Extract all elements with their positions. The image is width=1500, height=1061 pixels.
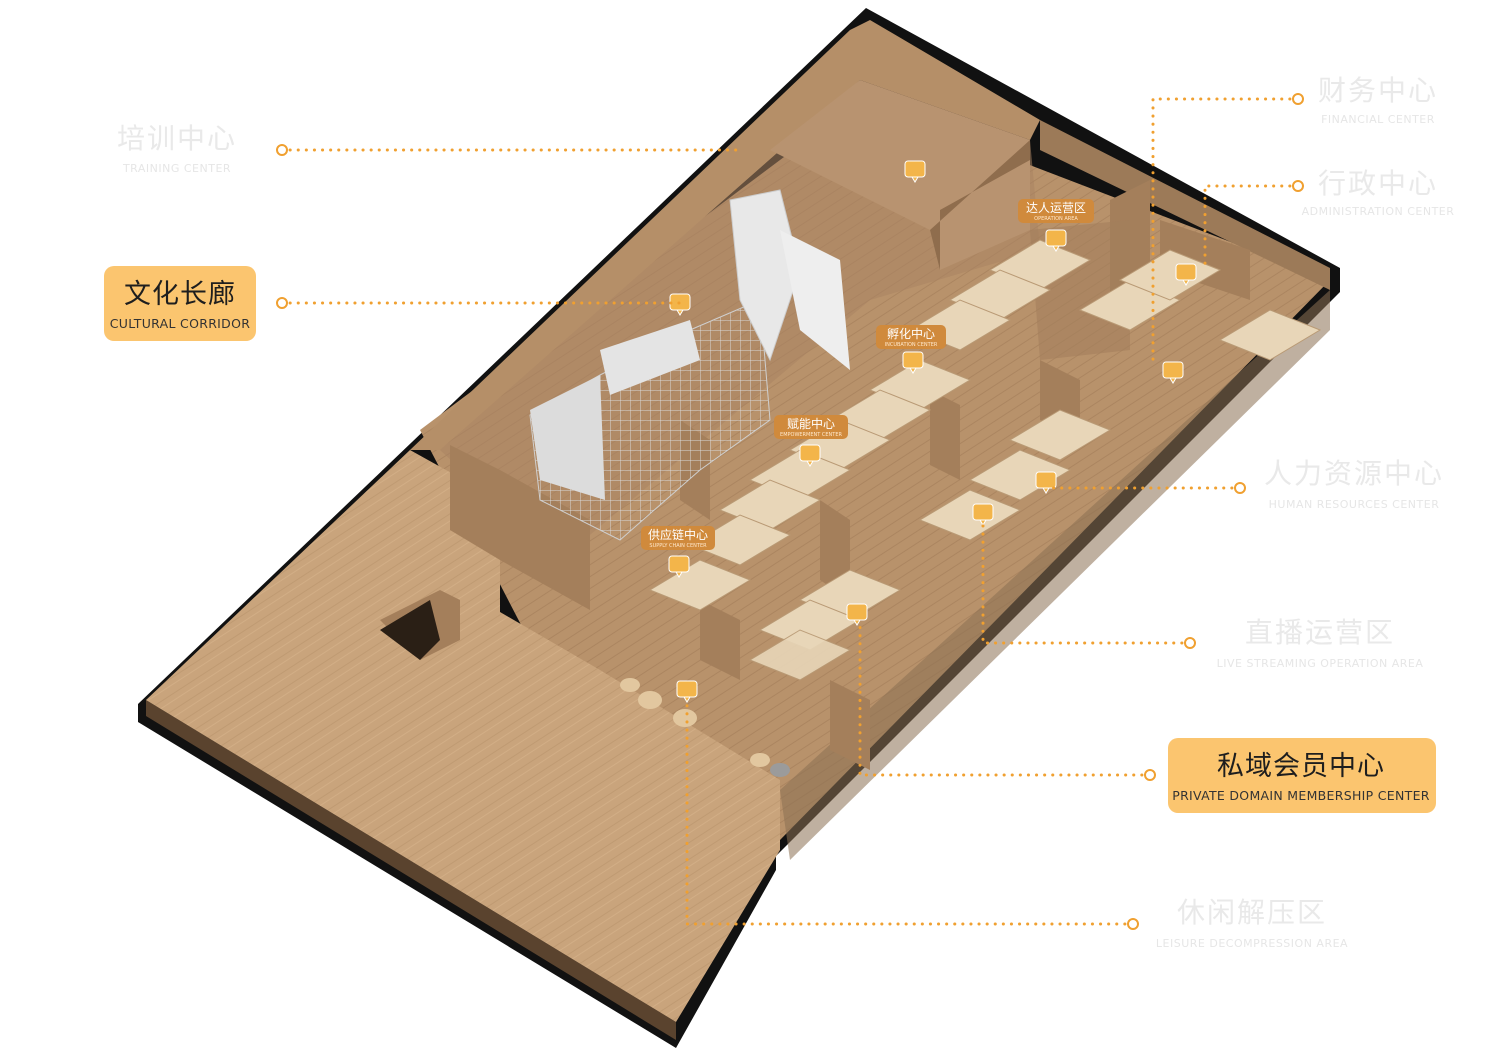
leisure-chairs — [620, 678, 790, 777]
chat-marker-icon — [668, 555, 690, 578]
building-model — [138, 8, 1340, 1048]
tag-operation-en: OPERATION AREA — [1034, 216, 1078, 222]
stair-opening — [380, 600, 440, 660]
financial-center-en: FINANCIAL CENTER — [1321, 113, 1435, 126]
leader-end-dot — [1234, 482, 1246, 494]
chat-marker-icon — [799, 444, 821, 467]
label-administration-center: 行政中心 ADMINISTRATION CENTER — [1302, 167, 1455, 218]
private-domain-en: PRIVATE DOMAIN MEMBERSHIP CENTER — [1172, 788, 1430, 803]
right-wall — [1040, 120, 1330, 290]
tag-operation-cn: 达人运营区 — [1026, 201, 1086, 215]
tag-incubation-en: INCUBATION CENTER — [885, 342, 938, 348]
private-domain-highlight — [1168, 738, 1436, 813]
tag-operation-area: 达人运营区 OPERATION AREA — [1018, 199, 1094, 223]
label-leisure-area: 休闲解压区 LEISURE DECOMPRESSION AREA — [1156, 896, 1348, 950]
tag-incubation-cn: 孵化中心 — [887, 326, 935, 341]
leader-end-dot — [1144, 769, 1156, 781]
training-center-en: TRAINING CENTER — [122, 162, 231, 175]
private-domain-cn: 私域会员中心 — [1217, 751, 1385, 782]
chat-marker-icon — [904, 160, 926, 183]
label-training-center: 培训中心 TRAINING CENTER — [117, 122, 237, 175]
leisure-area-cn: 休闲解压区 — [1177, 896, 1327, 929]
solid-slab-left — [146, 450, 780, 1022]
chat-marker-icon — [1035, 471, 1057, 494]
cultural-corridor-cn: 文化长廊 — [124, 279, 236, 310]
chat-marker-icon — [1045, 229, 1067, 252]
cultural-corridor-sculpture — [529, 189, 850, 541]
chat-marker-icon — [902, 351, 924, 374]
training-room-wall — [930, 140, 1030, 270]
human-resources-en: HUMAN RESOURCES CENTER — [1269, 498, 1440, 511]
leader-end-dot — [1184, 637, 1196, 649]
tag-supply-chain-en: SUPPLY CHAIN CENTER — [649, 543, 707, 549]
tag-incubation-center: 孵化中心 INCUBATION CENTER — [876, 325, 946, 349]
tag-supply-chain-cn: 供应链中心 — [648, 527, 708, 542]
chat-marker-icon — [846, 603, 868, 626]
leader-end-dot — [276, 144, 288, 156]
glass-facade — [780, 290, 1330, 860]
human-resources-cn: 人力资源中心 — [1264, 457, 1444, 490]
live-streaming-cn: 直播运营区 — [1245, 616, 1395, 649]
tag-supply-chain-center: 供应链中心 SUPPLY CHAIN CENTER — [641, 526, 715, 550]
leader-end-dot — [1127, 918, 1139, 930]
administration-center-cn: 行政中心 — [1318, 167, 1438, 200]
chat-marker-icon — [972, 503, 994, 526]
tag-empowerment-cn: 赋能中心 — [787, 416, 835, 431]
leader-end-dot — [1292, 180, 1304, 192]
chat-marker-icon — [1175, 263, 1197, 286]
label-financial-center: 财务中心 FINANCIAL CENTER — [1318, 74, 1438, 126]
back-wall — [410, 20, 1040, 450]
cultural-corridor-en: CULTURAL CORRIDOR — [110, 316, 250, 331]
label-cultural-corridor: 文化长廊 CULTURAL CORRIDOR — [104, 266, 256, 341]
administration-center-en: ADMINISTRATION CENTER — [1302, 205, 1455, 218]
label-live-streaming-area: 直播运营区 LIVE STREAMING OPERATION AREA — [1217, 616, 1424, 670]
training-center-cn: 培训中心 — [117, 122, 237, 155]
cultural-corridor-highlight — [104, 266, 256, 341]
leader-lines — [276, 93, 1304, 930]
label-human-resources-center: 人力资源中心 HUMAN RESOURCES CENTER — [1264, 457, 1444, 511]
leader-end-dot — [276, 297, 288, 309]
tag-empowerment-center: 赋能中心 EMPOWERMENT CENTER — [774, 415, 848, 439]
outer-wall-side — [146, 700, 676, 1040]
label-private-domain-center: 私域会员中心 PRIVATE DOMAIN MEMBERSHIP CENTER — [1168, 738, 1436, 813]
financial-center-cn: 财务中心 — [1318, 74, 1438, 107]
chat-marker-icon — [1162, 361, 1184, 384]
chat-marker-icon — [676, 680, 698, 703]
leisure-area-en: LEISURE DECOMPRESSION AREA — [1156, 937, 1348, 950]
tag-empowerment-en: EMPOWERMENT CENTER — [780, 432, 842, 438]
leader-end-dot — [1292, 93, 1304, 105]
live-streaming-en: LIVE STREAMING OPERATION AREA — [1217, 657, 1424, 670]
training-room — [770, 80, 1030, 270]
